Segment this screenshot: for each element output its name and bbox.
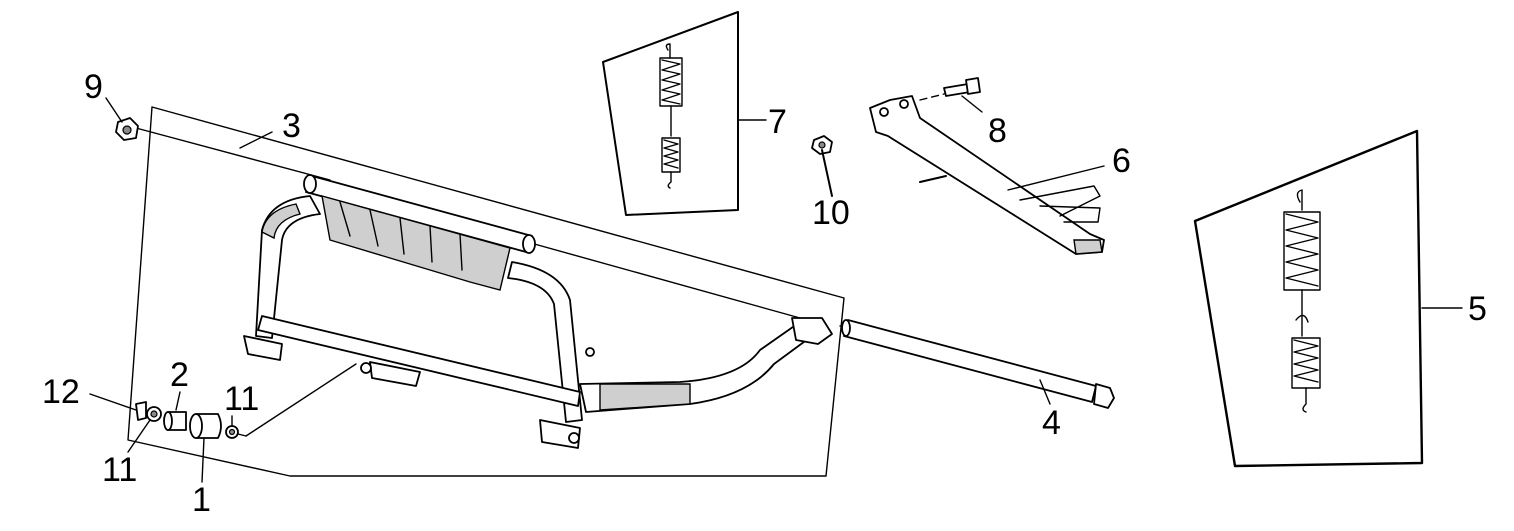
bushing-parts [135, 401, 247, 439]
callout-9: 9 [84, 68, 103, 106]
callout-10: 10 [812, 194, 850, 232]
callout-4: 4 [1042, 404, 1061, 442]
callout-12: 12 [42, 373, 80, 411]
side-stand [869, 95, 1105, 255]
spring-box-7 [602, 11, 767, 216]
callout-2: 2 [170, 356, 189, 394]
callout-3: 3 [282, 107, 301, 145]
bolt-8 [919, 77, 981, 101]
callout-7: 7 [768, 103, 787, 141]
callout-11-left: 11 [102, 451, 137, 489]
callout-8: 8 [988, 112, 1007, 150]
main-stand [243, 174, 833, 449]
callout-11-right: 11 [224, 380, 259, 418]
callout-5: 5 [1468, 290, 1487, 328]
spring-box-5 [1193, 129, 1463, 468]
nut-9 [115, 117, 139, 141]
pivot-shaft [841, 319, 1115, 409]
main-stand-group [127, 106, 1099, 477]
nut-10 [811, 135, 833, 155]
leader-lines [89, 95, 1105, 483]
callout-6: 6 [1112, 142, 1131, 180]
callout-1: 1 [192, 481, 211, 519]
